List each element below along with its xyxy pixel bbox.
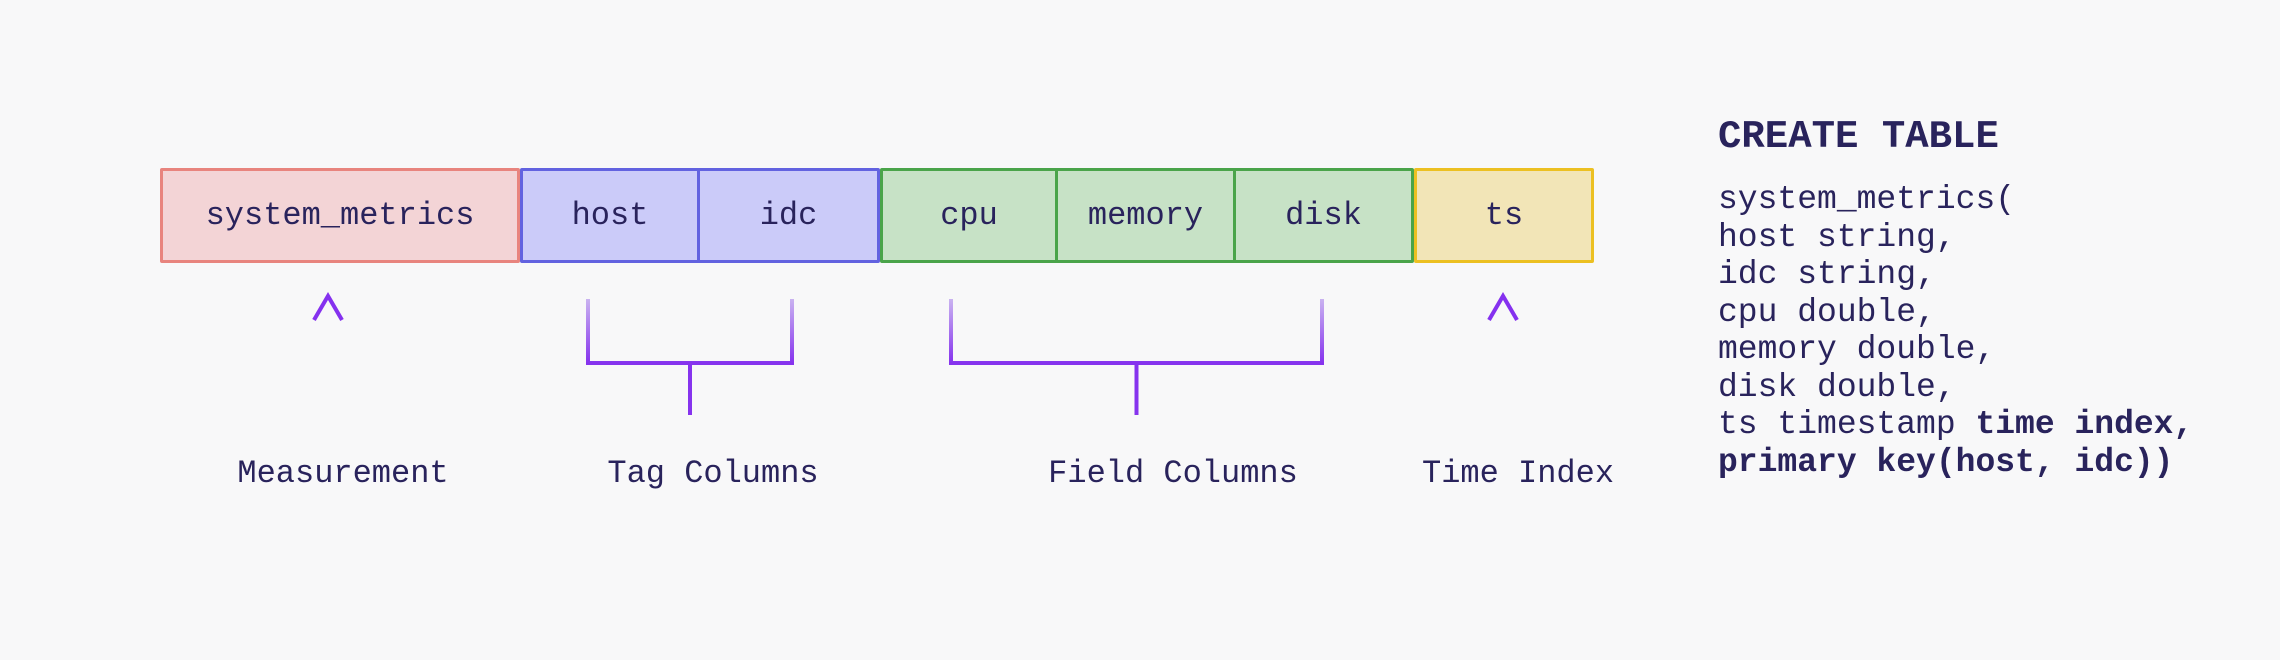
code-line: ts timestamp time index, [1718, 406, 2194, 443]
table-bar: system_metrics host idc cpu memory disk … [160, 168, 1594, 263]
field-columns-bracket-icon [949, 299, 1324, 415]
code-line: idc string, [1718, 256, 1936, 293]
sql-heading: CREATE TABLE [1718, 115, 1999, 159]
cell-tag-host: host [520, 168, 700, 263]
code-line: memory double, [1718, 331, 1996, 368]
label-time-index: Time Index [1421, 455, 1615, 492]
code-line: system_metrics( [1718, 181, 2016, 218]
cell-field-memory: memory [1055, 168, 1236, 263]
sql-snippet: CREATE TABLE system_metrics( host string… [1718, 116, 2193, 481]
cell-field-cpu: cpu [880, 168, 1058, 263]
code-line: primary key(host, idc)) [1718, 443, 2174, 481]
label-field-columns: Field Columns [1048, 455, 1298, 492]
tag-columns-bracket-icon [586, 299, 794, 415]
cell-tag-idc: idc [697, 168, 880, 263]
time-index-arrow-icon [1487, 292, 1519, 413]
code-line: host string, [1718, 218, 1956, 256]
sql-lines: system_metrics( host string, idc string,… [1718, 181, 2193, 481]
label-tag-columns: Tag Columns [607, 455, 819, 492]
cell-measurement: system_metrics [160, 168, 520, 263]
cell-time-ts: ts [1414, 168, 1594, 263]
code-line: disk double, [1718, 368, 1956, 406]
measurement-arrow-icon [312, 292, 344, 413]
cell-field-disk: disk [1233, 168, 1414, 263]
code-line: cpu double, [1718, 293, 1936, 331]
label-measurement: Measurement [237, 455, 449, 492]
